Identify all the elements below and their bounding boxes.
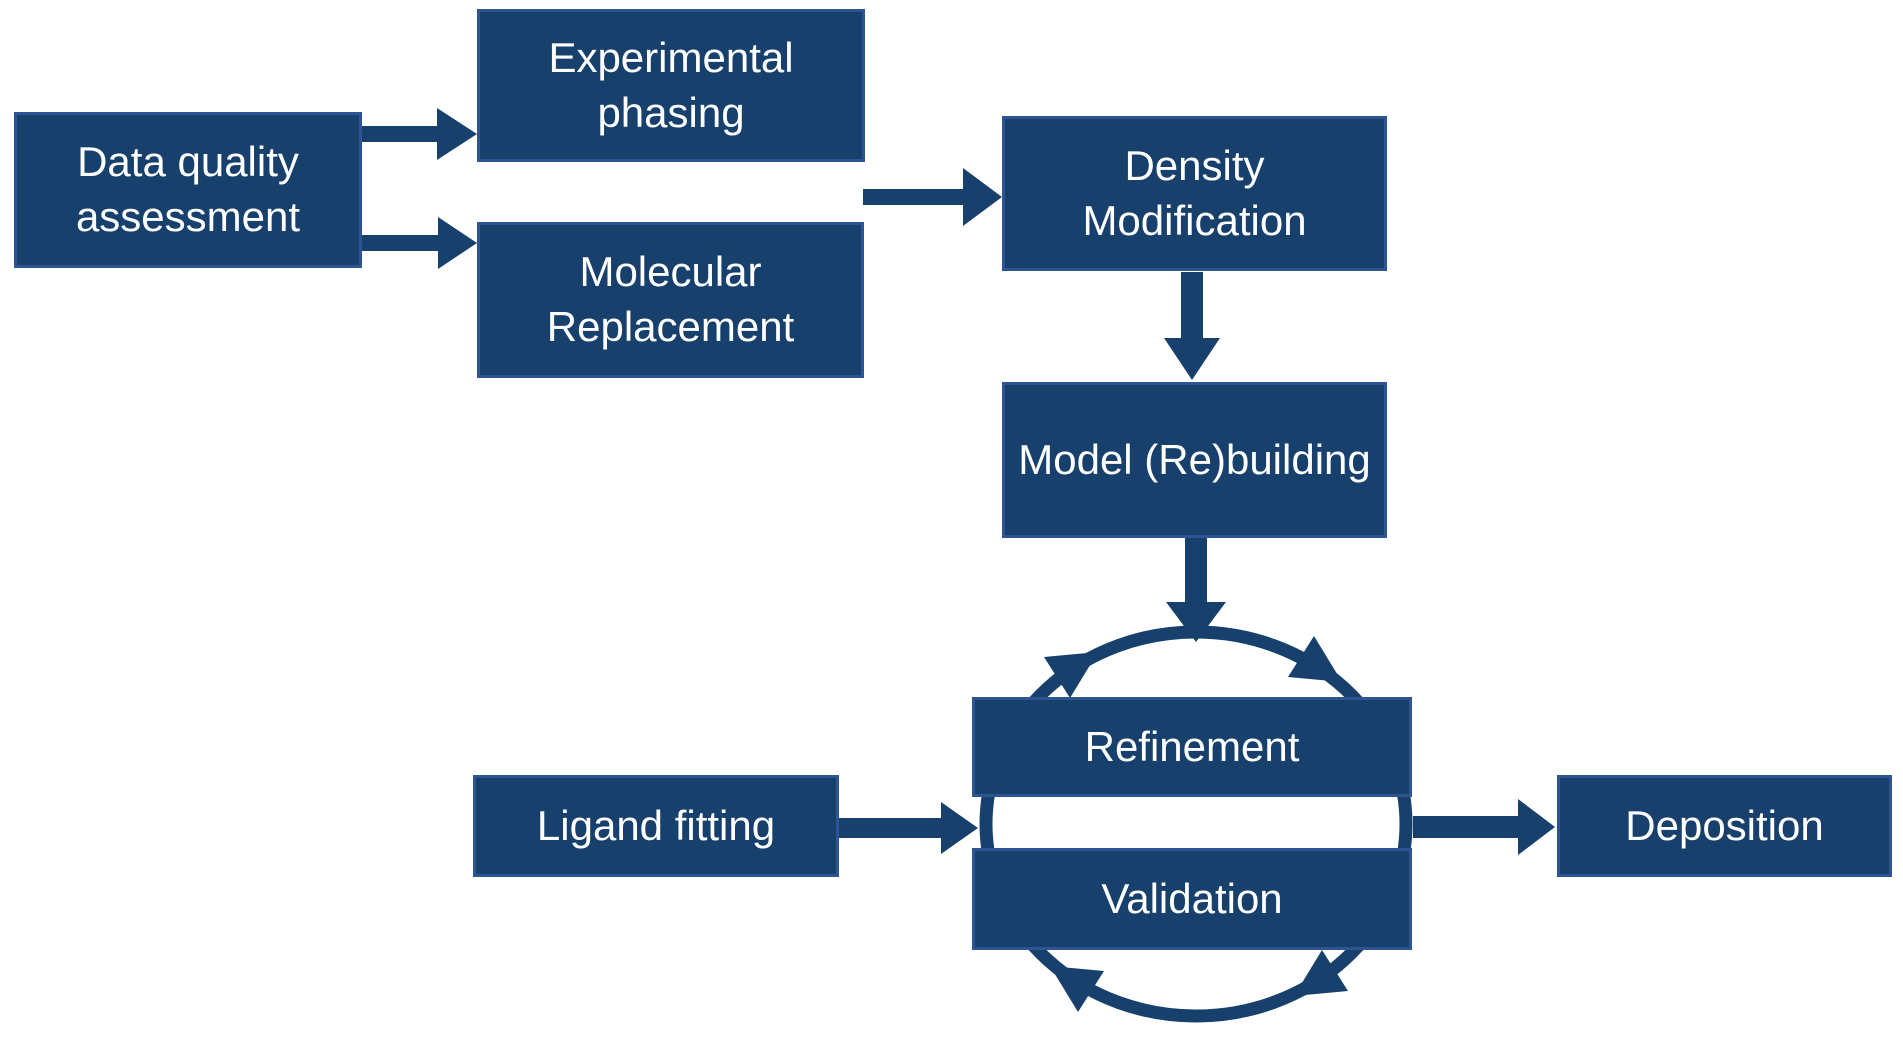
cycle-arrowhead-bottom-left-icon <box>1050 966 1104 1012</box>
node-deposition: Deposition <box>1557 775 1892 877</box>
node-experimental-phasing: Experimental phasing <box>477 9 865 162</box>
arrow-phasing-to-density-modification-icon <box>863 168 1002 226</box>
node-density-modification: Density Modification <box>1002 116 1387 271</box>
node-ligand-fitting: Ligand fitting <box>473 775 839 877</box>
node-refinement: Refinement <box>972 697 1412 797</box>
arrow-model-rebuilding-to-cycle-icon <box>1166 538 1226 642</box>
cycle-arrowhead-top-left-icon <box>1044 652 1098 698</box>
arrow-ligand-fitting-to-cycle-icon <box>839 802 978 854</box>
cycle-arrowhead-top-right-icon <box>1288 636 1342 682</box>
cycle-arrowhead-bottom-right-icon <box>1294 950 1348 996</box>
arrow-cycle-to-deposition-icon <box>1413 799 1555 855</box>
arrow-data-quality-to-experimental-phasing-icon <box>362 108 477 160</box>
node-validation: Validation <box>972 848 1412 950</box>
arrow-data-quality-to-molecular-replacement-icon <box>362 217 477 269</box>
node-molecular-replacement: Molecular Replacement <box>477 222 864 378</box>
node-data-quality-assessment: Data quality assessment <box>14 112 362 268</box>
arrow-density-modification-to-model-rebuilding-icon <box>1164 272 1220 380</box>
iteration-cycle-circle <box>979 625 1413 1023</box>
node-model-rebuilding: Model (Re)building <box>1002 382 1387 538</box>
